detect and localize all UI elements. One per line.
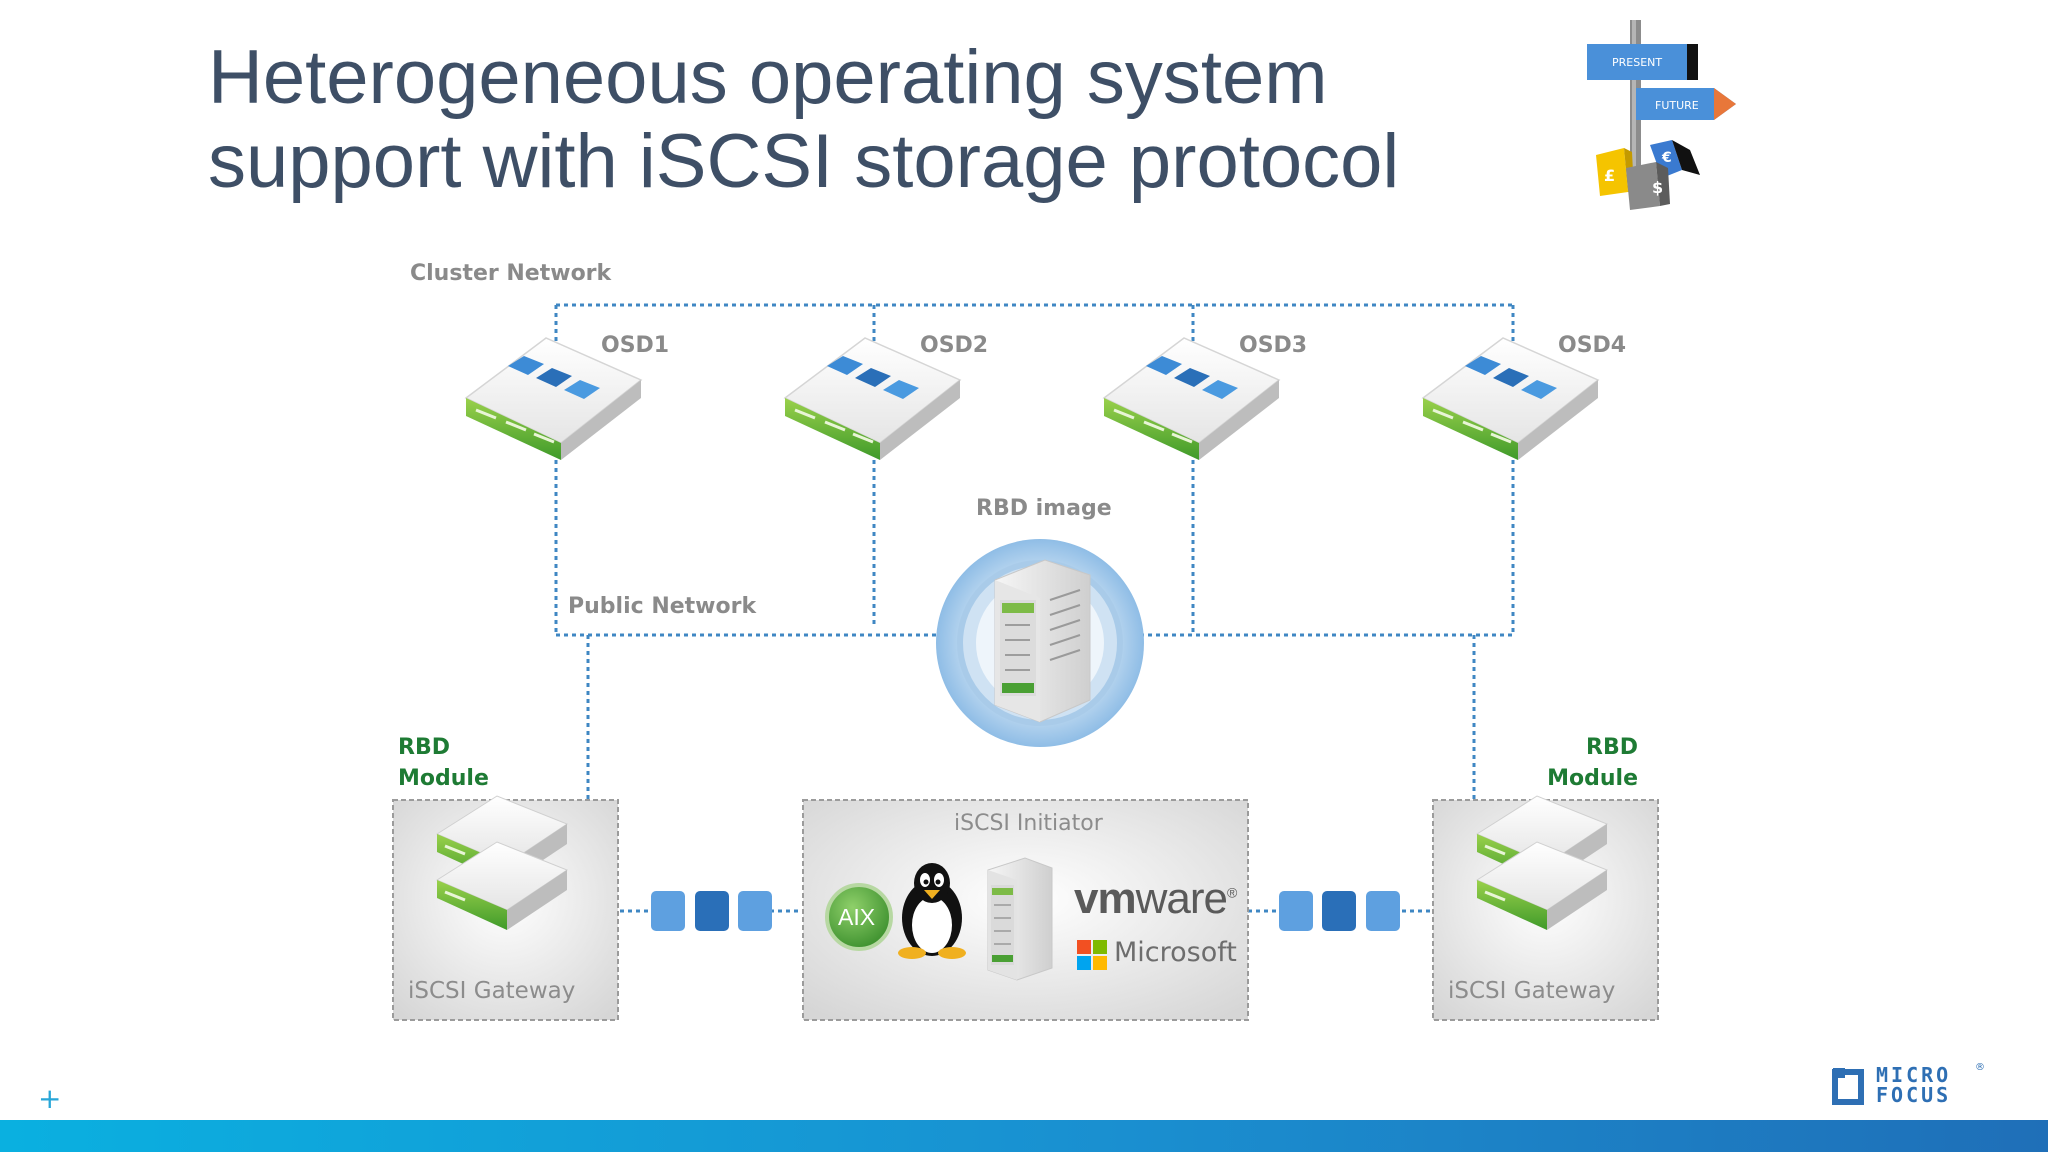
microsoft-label: Microsoft [1114,937,1237,968]
linux-penguin-icon [898,863,966,959]
rbd-image-icon [936,539,1144,747]
osd3-label: OSD3 [1239,333,1308,358]
plus-marker-icon: + [38,1082,62,1115]
left-rbd-module-label: RBD Module [398,732,489,794]
footer-bar [0,1120,2048,1152]
right-gateway-box [1432,795,1659,1021]
initiator-server-icon [987,857,1053,981]
osd1-label: OSD1 [601,333,670,358]
slide-title: Heterogeneous operating system support w… [208,36,1399,204]
micro-focus-wordmark: MICRO FOCUS [1876,1065,1951,1105]
right-connector-blocks [1279,891,1400,931]
osd-device-2 [783,337,962,460]
right-rbd-module-line2: Module [1547,766,1638,791]
osd-device-1 [464,337,643,460]
brand-line2: FOCUS [1876,1083,1952,1107]
cluster-network-lines [554,303,1515,345]
vmware-vm: vm [1074,874,1137,923]
public-network-label: Public Network [568,594,757,619]
cluster-network-label: Cluster Network [410,261,612,286]
slide-title-line-1: Heterogeneous operating system [208,35,1328,120]
microsoft-logo-icon [1077,940,1107,970]
brand-line1: MICRO [1876,1063,1952,1087]
rbd-image-label: RBD image [976,496,1112,521]
micro-focus-logo-icon [1832,1068,1864,1105]
left-rbd-module-line2: Module [398,766,489,791]
public-network-lines [554,460,1515,913]
vmware-reg: ® [1226,884,1237,901]
right-gateway-label: iSCSI Gateway [1448,978,1616,1004]
sign-future-label: FUTURE [1655,99,1699,112]
brand-reg: ® [1975,1062,1985,1073]
sign-present-label: PRESENT [1612,56,1663,69]
vmware-logo: vmware® [1074,874,1237,924]
signpost-illustration [1587,20,1736,210]
left-gateway-label: iSCSI Gateway [408,978,576,1004]
currency-dollar: $ [1652,178,1664,197]
osd-device-3 [1102,337,1281,460]
vmware-ware: ware [1135,874,1228,923]
osd2-label: OSD2 [920,333,989,358]
left-gateway-box [392,795,619,1021]
aix-label: AIX [838,904,876,930]
left-connector-blocks [651,891,772,931]
initiator-label: iSCSI Initiator [954,811,1103,836]
left-rbd-module-line1: RBD [398,735,450,760]
currency-euro: € [1662,150,1672,166]
currency-pound: £ [1604,166,1616,185]
slide-title-line-2: support with iSCSI storage protocol [208,119,1400,204]
right-rbd-module-label: RBD Module [1538,732,1638,794]
aix-logo-icon [825,883,893,951]
right-rbd-module-line1: RBD [1586,735,1638,760]
osd4-label: OSD4 [1558,333,1627,358]
osd-device-4 [1421,337,1600,460]
